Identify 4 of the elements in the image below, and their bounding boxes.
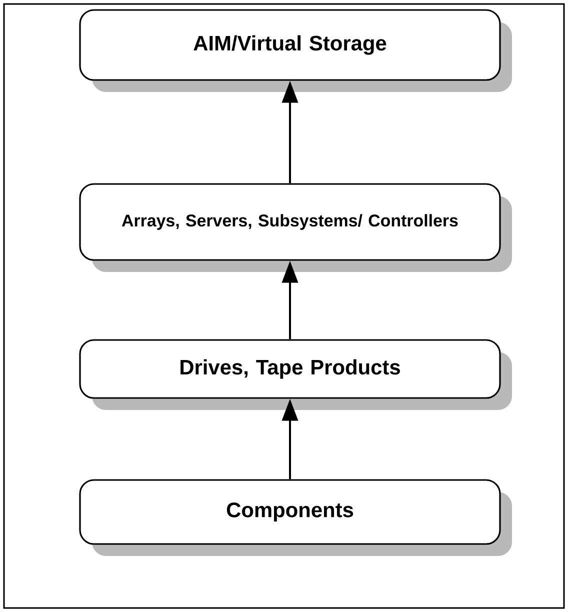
process-box: Components (79, 479, 512, 556)
process-box: Drives, Tape Products (79, 339, 512, 410)
process-box: Arrays, Servers, Subsystems/ Controllers (79, 183, 512, 272)
process-box: AIM/Virtual Storage (79, 9, 512, 92)
